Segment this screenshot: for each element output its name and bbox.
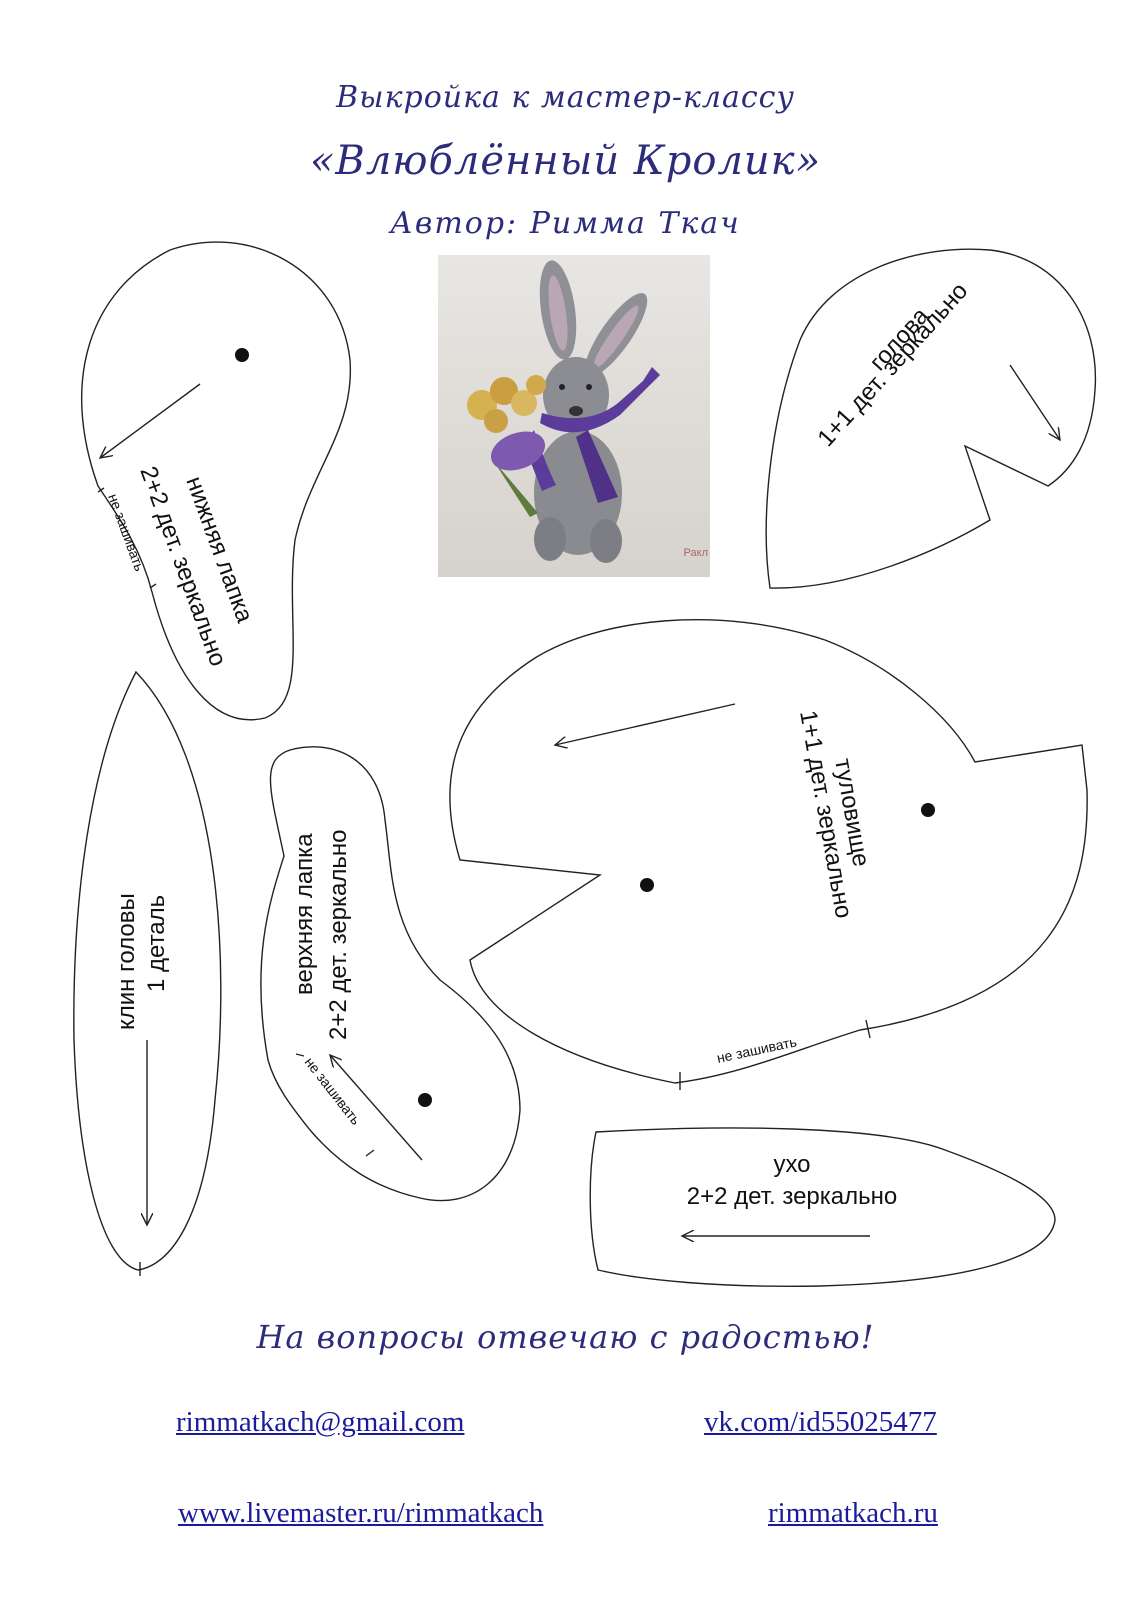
bunny-illustration xyxy=(467,260,660,563)
lower-paw-note: не зашивать xyxy=(105,492,148,574)
head-gusset-piece: клин головы 1 деталь xyxy=(73,670,222,1276)
website-link[interactable]: rimmatkach.ru xyxy=(768,1497,938,1529)
subtitle-line: Выкройка к мастер-классу xyxy=(336,80,795,115)
ear-outline xyxy=(589,1127,1056,1287)
lower-paw-outline xyxy=(80,241,352,721)
lower-paw-piece: не зашивать нижняя лапка 2+2 дет. зеркал… xyxy=(80,241,352,721)
ear-piece: ухо 2+2 дет. зеркально xyxy=(589,1127,1056,1287)
footer-note: На вопросы отвечаю с радостью! xyxy=(256,1318,875,1356)
bunny-photo: Ракл xyxy=(438,255,710,577)
head-outline xyxy=(765,248,1097,589)
body-note: не зашивать xyxy=(715,1033,798,1066)
ear-count: 2+2 дет. зеркально xyxy=(687,1183,898,1210)
body-dot-back xyxy=(921,803,935,817)
body-dot-front xyxy=(640,878,654,892)
head-piece: голова 1+1 дет. зеркально xyxy=(765,248,1097,589)
body-piece: не зашивать туловище 1+1 дет. зеркально xyxy=(449,619,1088,1090)
body-grain-arrow xyxy=(555,703,736,745)
body-outline xyxy=(449,619,1088,1084)
lower-paw-grain-arrow xyxy=(100,383,201,458)
livemaster-link[interactable]: www.livemaster.ru/rimmatkach xyxy=(178,1497,544,1529)
upper-paw-note: не зашивать xyxy=(302,1054,365,1128)
head-gusset-count: 1 деталь xyxy=(143,895,170,992)
head-count: 1+1 дет. зеркально xyxy=(812,278,973,453)
vk-link[interactable]: vk.com/id55025477 xyxy=(704,1406,937,1438)
upper-paw-name: верхняя лапка xyxy=(291,833,318,995)
watermark-text: Ракл xyxy=(683,547,708,559)
head-grain-arrow xyxy=(1009,364,1060,440)
upper-paw-piece: не зашивать верхняя лапка 2+2 дет. зерка… xyxy=(260,746,521,1202)
head-gusset-name: клин головы xyxy=(113,893,140,1030)
upper-paw-grain-arrow xyxy=(330,1055,423,1161)
page-title: «Влюблённый Кролик» xyxy=(309,138,822,184)
email-link[interactable]: rimmatkach@gmail.com xyxy=(176,1406,465,1438)
upper-paw-outline xyxy=(260,746,521,1202)
upper-paw-count: 2+2 дет. зеркально xyxy=(325,829,352,1040)
ear-name: ухо xyxy=(773,1151,810,1178)
head-gusset-outline xyxy=(73,670,222,1271)
upper-paw-dot xyxy=(418,1093,432,1107)
lower-paw-dot xyxy=(235,348,249,362)
author-line: Автор: Римма Ткач xyxy=(390,206,741,241)
